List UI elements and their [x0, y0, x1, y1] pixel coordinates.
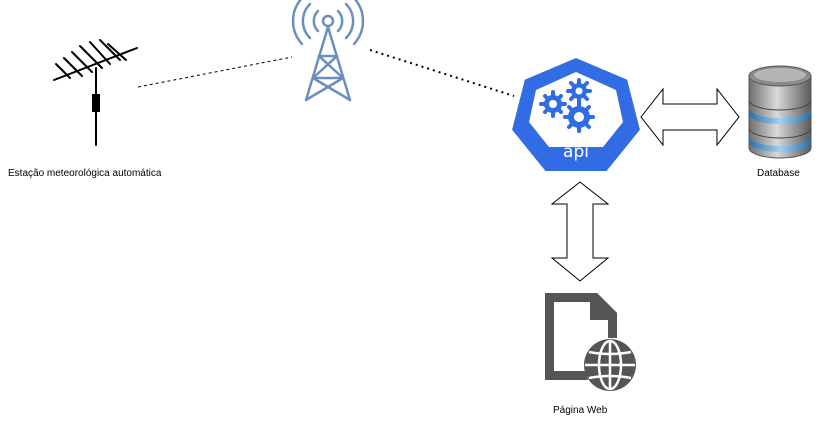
- double-arrow-api-web: [550, 181, 610, 282]
- database-icon: [748, 65, 812, 159]
- radio-tower-icon: [291, 0, 365, 102]
- api-label: api: [563, 142, 589, 162]
- api-gears-icon: [509, 55, 643, 173]
- station-label: Estação meteorológica automática: [8, 168, 162, 179]
- connector-tower-api: [369, 49, 515, 97]
- antenna-icon: [53, 39, 138, 146]
- double-arrow-api-database: [640, 87, 740, 147]
- connector-station-tower: [137, 56, 293, 88]
- web-page-icon: [545, 293, 636, 391]
- database-label: Database: [757, 168, 800, 179]
- web-page-label: Página Web: [553, 405, 608, 416]
